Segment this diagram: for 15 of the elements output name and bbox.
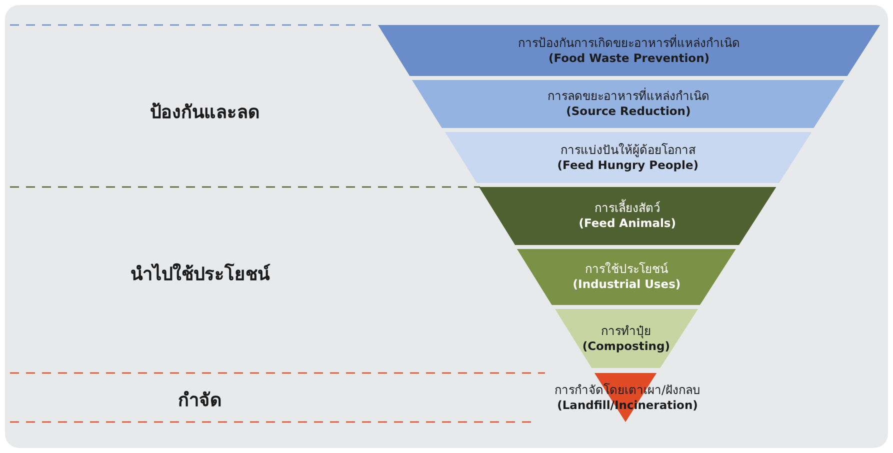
thai-label: การเลี้ยงสัตว์ <box>594 200 660 216</box>
category-label: ป้องกันและลด <box>150 101 260 125</box>
english-label: (Feed Animals) <box>578 216 676 232</box>
thai-label: การแบ่งปันให้ผู้ด้อยโอกาส <box>560 142 696 158</box>
english-label: (Feed Hungry People) <box>557 158 699 174</box>
english-label: (Industrial Uses) <box>572 277 681 293</box>
thai-label: การป้องกันการเกิดขยะอาหารที่แหล่งกำเนิด <box>518 34 740 51</box>
thai-label: การใช้ประโยชน์ <box>585 261 668 278</box>
thai-label: การลดขยะอาหารที่แหล่งกำเนิด <box>547 88 710 104</box>
category-label: กำจัด <box>178 389 222 413</box>
english-label: (Source Reduction) <box>566 104 691 120</box>
thai-label: การทำปุ๋ย <box>601 322 652 339</box>
english-label: (Food Waste Prevention) <box>548 50 710 66</box>
category-label: นำไปใช้ประโยชน์ <box>130 262 270 287</box>
english-label: (Composting) <box>582 338 670 354</box>
